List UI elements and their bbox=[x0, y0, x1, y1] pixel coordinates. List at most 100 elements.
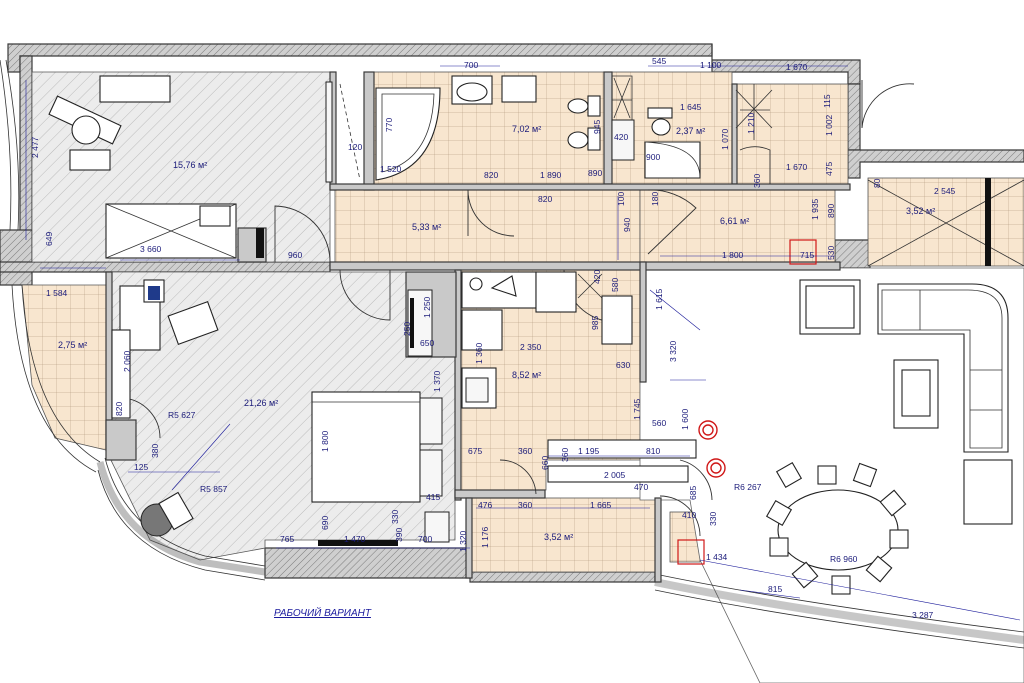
bedroom-furniture bbox=[111, 279, 450, 546]
kitchen-furniture bbox=[461, 271, 697, 483]
bath-fixtures bbox=[325, 75, 773, 183]
room-area-label: 6,61 м² bbox=[720, 216, 749, 226]
dimension-label: 180 bbox=[650, 192, 660, 206]
dimension-label: 1 800 bbox=[722, 250, 744, 260]
dimension-label: 1 615 bbox=[654, 288, 664, 310]
radius-label: R5 857 bbox=[200, 484, 228, 494]
dimension-label: 765 bbox=[280, 534, 294, 544]
radius-labels: R5 627 R5 857 R6 267 R6 960 bbox=[168, 410, 858, 564]
dimension-label: 1 520 bbox=[380, 164, 402, 174]
dimension-label: 530 bbox=[826, 246, 836, 260]
dimension-label: 476 bbox=[478, 500, 492, 510]
study-furniture bbox=[48, 75, 264, 259]
dimension-label: 475 bbox=[824, 162, 834, 176]
curved-walls bbox=[0, 59, 1024, 649]
plan-title: РАБОЧИЙ ВАРИАНТ bbox=[274, 606, 372, 619]
radius-label: R6 960 bbox=[830, 554, 858, 564]
dimension-label: 1 670 bbox=[786, 62, 808, 72]
dimension-label: 675 bbox=[468, 446, 482, 456]
dimension-label: 945 bbox=[592, 120, 602, 134]
dimension-label: 1 250 bbox=[422, 296, 432, 318]
dimension-label: 360 bbox=[518, 500, 532, 510]
dimension-label: 1 935 bbox=[810, 198, 820, 220]
dimension-label: 985 bbox=[590, 316, 600, 330]
dimension-label: 470 bbox=[634, 482, 648, 492]
radius-label: R6 267 bbox=[734, 482, 762, 492]
dimension-label: 360 bbox=[752, 174, 762, 188]
room-corridor bbox=[334, 189, 641, 263]
room-hall bbox=[639, 183, 836, 263]
dimension-label: 330 bbox=[390, 510, 400, 524]
dimension-label: 2 350 bbox=[520, 342, 542, 352]
dimension-label: 1 370 bbox=[432, 370, 442, 392]
dimension-label: 380 bbox=[150, 444, 160, 458]
dimension-label: 1 600 bbox=[680, 408, 690, 430]
living-furniture bbox=[677, 239, 1013, 595]
dimension-label: 250 bbox=[402, 322, 412, 336]
dimension-label: 1 210 bbox=[746, 112, 756, 134]
dimension-label: 80 bbox=[872, 178, 882, 188]
dimension-label: 1 645 bbox=[680, 102, 702, 112]
dimension-label: 3 287 bbox=[912, 610, 934, 620]
dimension-label: 3 660 bbox=[140, 244, 162, 254]
dimension-label: 100 bbox=[616, 192, 626, 206]
dimension-label: 1 745 bbox=[632, 398, 642, 420]
dimension-label: 820 bbox=[538, 194, 552, 204]
room-area-labels: 15,76 м² 7,02 м² 2,37 м² 5,33 м² 6,61 м²… bbox=[58, 124, 935, 542]
dimension-label: 630 bbox=[616, 360, 630, 370]
dimension-label: 700 bbox=[464, 60, 478, 70]
dimension-label: 810 bbox=[646, 446, 660, 456]
dimension-label: 360 bbox=[518, 446, 532, 456]
dimension-label: 545 bbox=[652, 56, 666, 66]
room-area-label: 2,75 м² bbox=[58, 340, 87, 350]
room-area-label: 15,76 м² bbox=[173, 160, 207, 170]
room-area-label: 5,33 м² bbox=[412, 222, 441, 232]
dimension-label: 3 320 bbox=[668, 340, 678, 362]
dimension-label: 120 bbox=[348, 142, 362, 152]
dimension-label: 690 bbox=[320, 516, 330, 530]
dimension-label: 890 bbox=[826, 204, 836, 218]
dimension-label: 940 bbox=[622, 218, 632, 232]
dimension-label: 685 bbox=[688, 486, 698, 500]
dimension-label: 1 470 bbox=[344, 534, 366, 544]
dimension-label: 820 bbox=[484, 170, 498, 180]
radius-label: R5 627 bbox=[168, 410, 196, 420]
dimension-label: 1 665 bbox=[590, 500, 612, 510]
dimension-label: 770 bbox=[384, 118, 394, 132]
room-area-label: 2,37 м² bbox=[676, 126, 705, 136]
dimension-lines bbox=[25, 65, 1021, 621]
dimension-label: 580 bbox=[610, 278, 620, 292]
dimension-label: 960 bbox=[288, 250, 302, 260]
dimension-label: 420 bbox=[614, 132, 628, 142]
dimension-label: 115 bbox=[822, 94, 832, 108]
dimension-label: 360 bbox=[560, 448, 570, 462]
dimension-label: 330 bbox=[708, 512, 718, 526]
dimension-label: 649 bbox=[44, 232, 54, 246]
dimension-label: 700 bbox=[418, 534, 432, 544]
dimension-label: 890 bbox=[588, 168, 602, 178]
room-area-label: 3,52 м² bbox=[544, 532, 573, 542]
dimension-label: 1 800 bbox=[320, 430, 330, 452]
dimension-label: 1 584 bbox=[46, 288, 68, 298]
balcony-details bbox=[867, 178, 1024, 267]
dimension-label: 1 360 bbox=[474, 342, 484, 364]
room-area-label: 7,02 м² bbox=[512, 124, 541, 134]
room-area-label: 3,52 м² bbox=[906, 206, 935, 216]
dimension-label: 1 670 bbox=[786, 162, 808, 172]
dimension-label: 660 bbox=[540, 456, 550, 470]
dimension-label: 1 002 bbox=[824, 114, 834, 136]
room-closet-left bbox=[21, 284, 107, 451]
dimension-label: 650 bbox=[420, 338, 434, 348]
dimension-label: 420 bbox=[592, 270, 602, 284]
dimension-label: 1 100 bbox=[700, 60, 722, 70]
dimension-label: 1 195 bbox=[578, 446, 600, 456]
dimension-label: 1 434 bbox=[706, 552, 728, 562]
dimension-label: 1 070 bbox=[720, 128, 730, 150]
dimension-label: 2 060 bbox=[122, 350, 132, 372]
doors bbox=[121, 80, 915, 537]
room-area-label: 8,52 м² bbox=[512, 370, 541, 380]
dimension-label: 1 176 bbox=[480, 526, 490, 548]
dimension-labels: 700 545 1 100 1 670 2 477 649 1 645 1 21… bbox=[30, 56, 956, 620]
dimension-label: 2 005 bbox=[604, 470, 626, 480]
